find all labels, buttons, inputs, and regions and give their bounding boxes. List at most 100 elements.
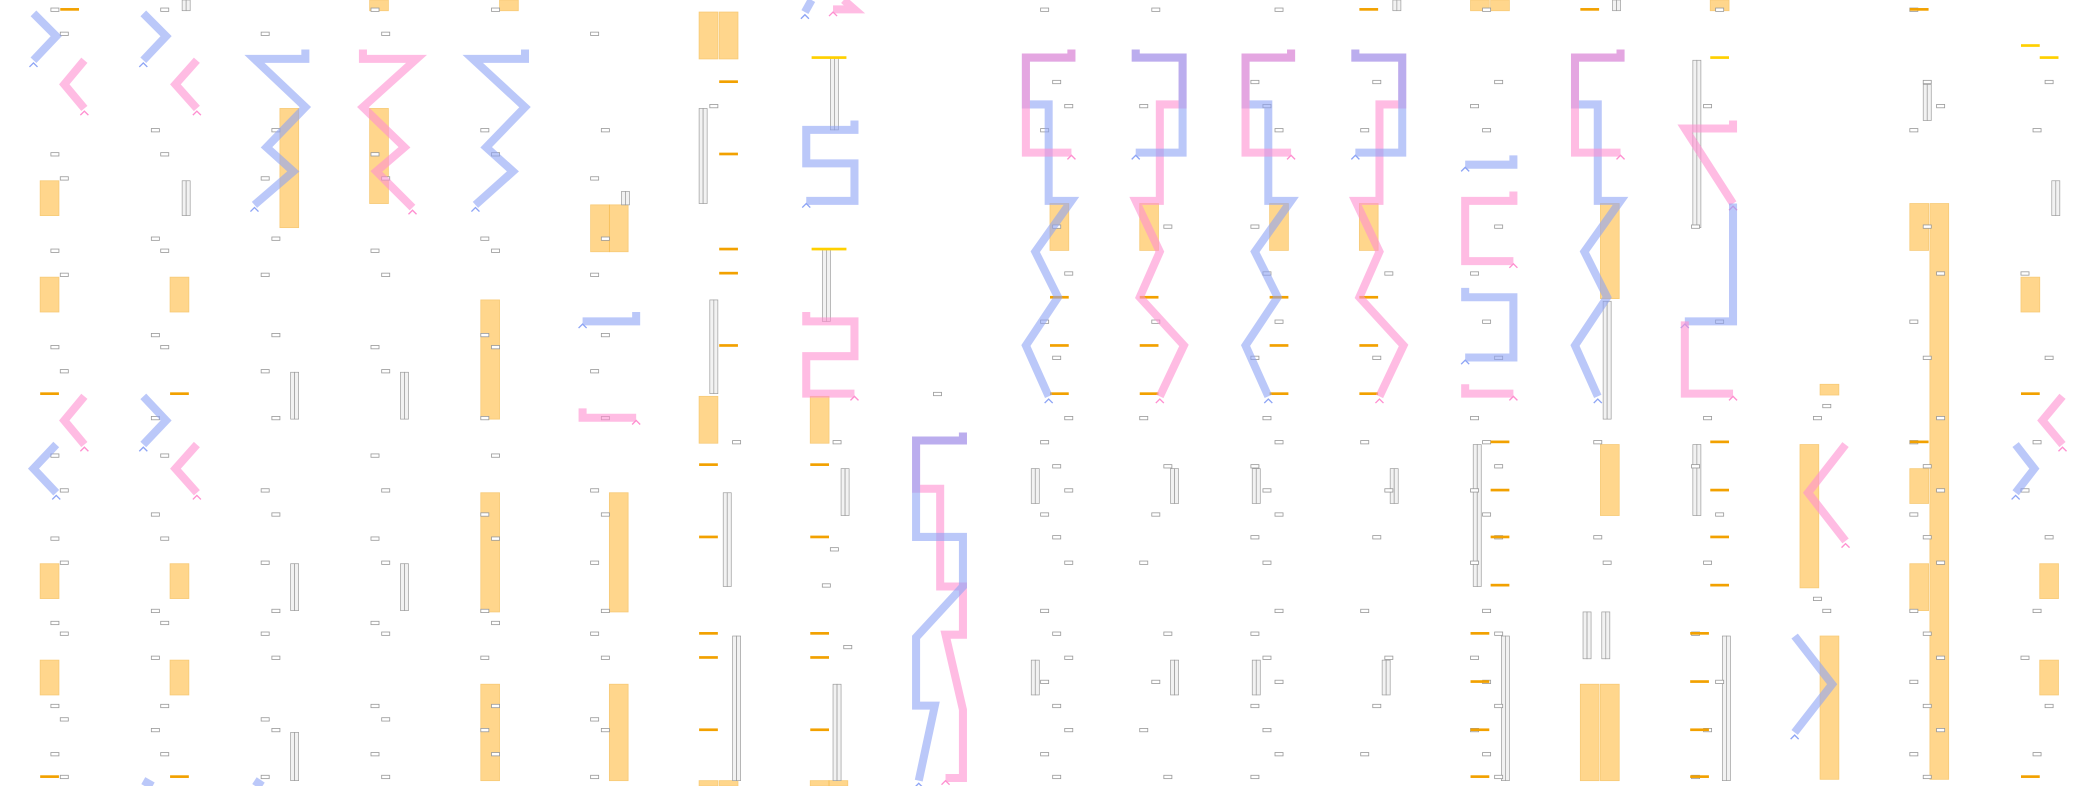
gray-marker [1052,79,1062,85]
gray-marker [1262,655,1272,660]
orange-dash [1359,8,1379,11]
gray-marker [370,752,380,757]
gray-marker [1922,535,1932,540]
blue-track [801,0,816,15]
gray-double-line [1396,0,1402,12]
orange-dash [810,535,830,539]
orange-dash [719,80,738,84]
pink-track-arrow-icon [828,11,838,17]
gray-double-line [1034,659,1040,696]
pink-track [1461,191,1518,266]
gray-double-line [1476,444,1482,587]
gray-marker [491,536,500,541]
pink-track-arrow-icon [408,209,417,215]
orange-dash [1690,680,1709,683]
gray-marker [370,152,380,157]
blue-track-arrow-icon [1460,166,1470,172]
gray-marker [933,391,942,397]
gray-marker [50,620,60,626]
pink-track-arrow-icon [192,110,202,116]
orange-dash [1490,488,1510,492]
orange-block [169,563,190,599]
gray-marker [1163,464,1173,469]
gray-marker [1139,104,1149,109]
blue-track [1461,287,1518,362]
gray-marker [1250,224,1260,229]
gray-marker [1703,104,1713,109]
gray-double-line [1393,468,1399,504]
gray-marker [59,774,69,780]
orange-block [698,780,719,786]
gray-marker [160,703,170,709]
gray-marker [271,655,281,660]
gray-double-line [1692,444,1698,516]
orange-block [1799,444,1820,589]
pink-track-arrow-icon [1508,262,1518,269]
orange-dash [1710,583,1730,587]
blue-track-arrow-icon [249,206,259,213]
gray-marker [1250,79,1260,85]
gray-marker [1262,416,1272,421]
gray-marker [480,655,490,660]
gray-marker [1482,319,1492,324]
blue-track [30,10,62,64]
gray-marker [59,272,69,277]
gray-marker [1482,7,1492,12]
gray-double-line [2051,180,2057,216]
blue-track [252,777,265,786]
gray-double-line [1472,444,1478,587]
gray-marker [600,728,610,733]
gray-marker [381,631,391,636]
gray-marker [370,620,380,626]
gray-marker [160,7,170,12]
gray-marker [1494,703,1504,709]
blue-track [462,49,531,208]
gray-marker [50,345,60,350]
gray-marker [1470,271,1479,276]
orange-dash [719,271,738,275]
gray-marker [1494,464,1504,469]
orange-dash [810,728,830,732]
blue-track [1791,633,1838,735]
gray-marker [1470,104,1479,109]
gray-marker [50,536,60,541]
orange-dash [40,775,59,778]
orange-dash [1359,392,1379,396]
orange-dash [1470,728,1490,732]
blue-track-arrow-icon [138,61,148,68]
gray-marker [1922,79,1932,85]
gray-marker [150,333,160,338]
pink-track-arrow-icon [941,779,951,786]
gray-marker [590,369,600,374]
gray-double-line [1922,84,1928,121]
gray-double-line [1255,468,1261,504]
orange-block [39,563,60,599]
gray-marker [1715,679,1725,684]
gray-marker [1274,319,1284,324]
gray-marker [590,717,600,722]
gray-marker [1482,608,1492,613]
orange-dash [1490,440,1510,444]
orange-dash [1580,8,1600,11]
gray-marker [600,236,610,241]
gray-marker [1384,488,1394,493]
orange-block [809,780,830,786]
gray-double-line [832,683,838,781]
orange-dash [811,247,847,251]
gray-double-line [1721,635,1727,781]
gray-marker [590,488,600,493]
gray-double-line [1174,468,1179,504]
gray-marker [590,272,600,277]
gray-marker [1151,512,1161,517]
gray-marker [1360,440,1370,445]
gray-marker [271,416,281,421]
blue-track-arrow-icon [578,323,588,329]
gray-marker [732,440,742,445]
gray-marker [1250,464,1260,469]
gray-marker [50,248,60,253]
pink-track [1802,442,1849,544]
orange-block [2020,276,2041,313]
gray-marker [1494,774,1504,780]
gray-marker [50,152,60,157]
blue-track [1684,203,1738,326]
